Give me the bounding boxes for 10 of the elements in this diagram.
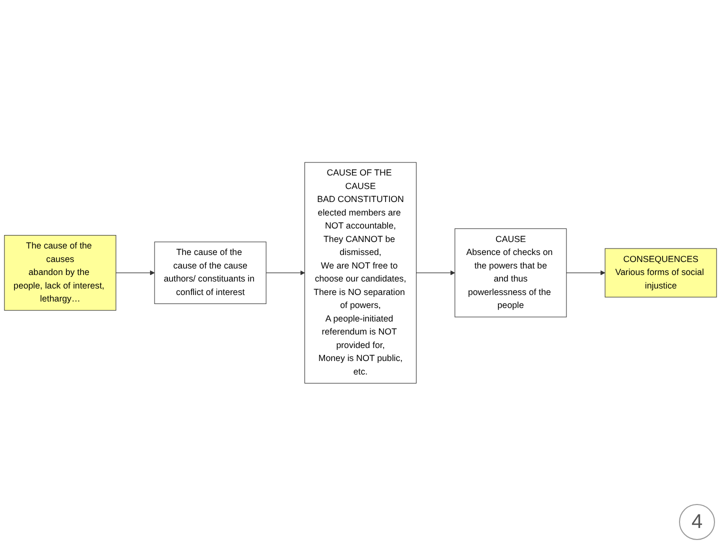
arrow bbox=[266, 270, 305, 276]
node-box: CAUSE OF THE CAUSE BAD CONSTITUTION elected members are NOT accountable, They CANNOT be dismissed, We are NOT free to choose our candidates, There is NO separation of powers, A people-initiated referendum is NOT provided for, Money is NOT public, etc. bbox=[304, 162, 417, 384]
arrow bbox=[566, 270, 606, 276]
node-box: CAUSE Absence of checks on the powers that be and thus powerlessness of the people bbox=[454, 228, 567, 318]
page-number: 4 bbox=[679, 504, 715, 540]
arrow bbox=[416, 270, 456, 276]
node-box: CONSEQUENCES Various forms of social injustice bbox=[604, 248, 717, 298]
arrow bbox=[116, 270, 155, 276]
node-box: The cause of the cause of the cause authors/ constituants in conflict of interest bbox=[154, 242, 266, 304]
node-box: The cause of the causes abandon by the people, lack of interest, lethargy… bbox=[4, 235, 116, 311]
